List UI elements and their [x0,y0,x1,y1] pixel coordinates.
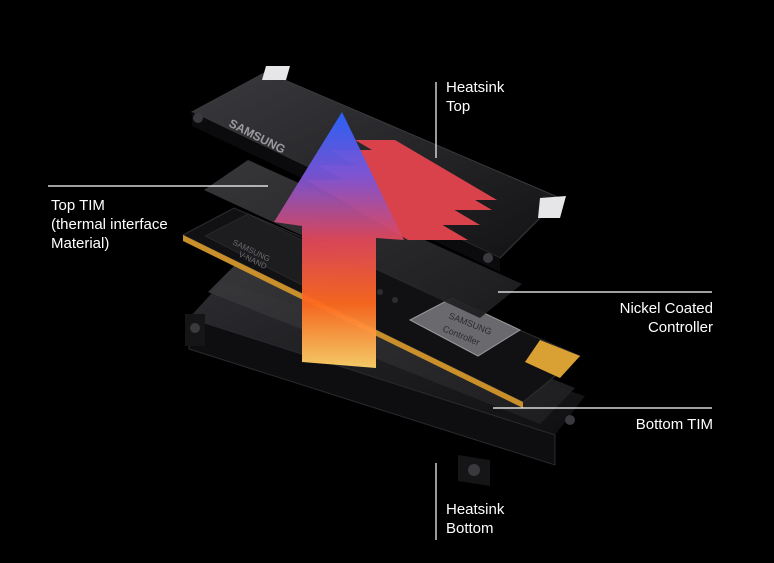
heat-flow-arrow-icon [274,112,404,368]
leader-lines [48,82,712,540]
gold-contacts [525,340,580,378]
screw-hole-icon [193,113,203,123]
screw-hole-icon [483,253,493,263]
label-heatsink-bottom: Heatsink Bottom [446,501,505,537]
label-nickel-controller: Nickel Coated Controller [619,300,713,336]
label-bottom-tim: Bottom TIM [635,416,713,433]
screw-hole-icon [565,415,575,425]
label-top-tim: Top TIM (thermal interface Material) [51,197,168,252]
screw-hole-icon [468,464,480,476]
screw-hole-icon [190,323,200,333]
label-heatsink-top: Heatsink Top [446,79,505,115]
controller-chip [408,297,522,357]
